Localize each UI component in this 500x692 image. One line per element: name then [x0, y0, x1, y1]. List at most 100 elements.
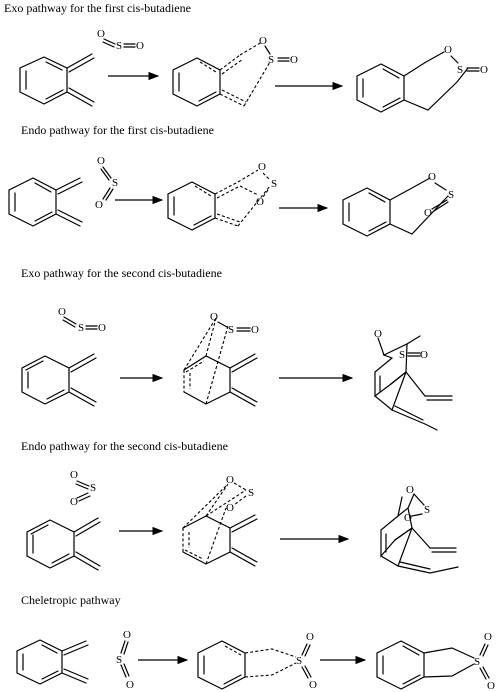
bond [68, 387, 97, 407]
oxygen-atom-label: O [210, 311, 218, 323]
bond [19, 56, 68, 105]
bond [167, 181, 216, 231]
bond [356, 63, 405, 113]
oxygen-atom-label: O [226, 502, 234, 514]
bond [61, 668, 89, 684]
bond [14, 182, 53, 222]
bond [21, 355, 70, 405]
bond [102, 38, 136, 48]
bond [61, 640, 89, 656]
oxygen-atom-label: O [420, 349, 428, 361]
partial-bond [237, 169, 271, 227]
partial-bond [233, 482, 247, 506]
bond [100, 166, 114, 201]
oxygen-atom-label: O [251, 324, 259, 336]
reactant-diene [19, 53, 95, 107]
bond [30, 524, 70, 564]
partial-bond [183, 317, 229, 405]
bond [62, 316, 98, 330]
row-endo-second: O S O O S O O S [26, 469, 459, 574]
oxygen-atom-label: O [487, 680, 495, 692]
partial-bond [239, 41, 271, 107]
bond [8, 177, 57, 227]
bond [479, 643, 490, 680]
reactant-diene [21, 353, 97, 407]
bond [55, 209, 83, 227]
bond [423, 647, 475, 678]
title-endo-first: Endo pathway for the first cis-butadiene [21, 123, 214, 137]
transition-state: O S O [167, 161, 277, 231]
product: O S O [356, 44, 488, 113]
sulfur-dioxide: O S O [70, 469, 96, 508]
sulfur-atom-label: S [116, 40, 122, 52]
bond [25, 360, 65, 400]
row-endo-first: O S O O S O O S O [8, 155, 454, 237]
bond [120, 640, 130, 678]
oxygen-atom-label: O [309, 679, 317, 691]
bond [229, 353, 258, 407]
oxygen-atom-label: O [259, 35, 267, 47]
sulfur-atom-label: S [296, 655, 302, 667]
title-endo-second: Endo pathway for the second cis-butadien… [21, 439, 228, 453]
bond [362, 68, 401, 108]
sulfur-dioxide: O S O [97, 28, 144, 52]
oxygen-atom-label: O [306, 631, 314, 643]
product: O S O [342, 171, 454, 237]
bond [391, 395, 453, 431]
product: O S O [374, 328, 453, 431]
bond [73, 551, 101, 571]
sulfur-atom-label: S [78, 322, 84, 334]
oxygen-atom-label: O [97, 155, 105, 167]
bond [55, 177, 83, 195]
reactant-diene [26, 517, 101, 571]
oxygen-atom-label: O [98, 322, 106, 334]
bond [264, 45, 290, 62]
oxygen-atom-label: O [256, 196, 264, 208]
oxygen-atom-label: O [70, 469, 78, 481]
bond [382, 645, 421, 685]
bond [348, 192, 387, 232]
sulfur-atom-label: S [271, 178, 277, 190]
bond [403, 51, 469, 111]
oxygen-atom-label: O [480, 64, 488, 76]
partial-bond [182, 483, 247, 565]
oxygen-atom-label: O [424, 207, 432, 219]
partial-bond [182, 528, 204, 560]
bond [183, 355, 231, 405]
oxygen-atom-label: O [444, 44, 452, 56]
transition-state: O S O [197, 631, 317, 691]
reactant-diene [8, 177, 83, 227]
sulfur-atom-label: S [116, 654, 122, 666]
partial-bond [194, 185, 212, 197]
bond [397, 493, 431, 549]
oxygen-atom-label: O [126, 679, 134, 691]
oxygen-atom-label: O [428, 171, 436, 183]
product: O S O [380, 484, 459, 574]
oxygen-atom-label: O [374, 328, 382, 340]
title-exo-first: Exo pathway for the first cis-butadiene [4, 1, 191, 15]
oxygen-atom-label: O [123, 629, 131, 641]
sulfur-atom-label: S [448, 189, 454, 201]
oxygen-atom-label: O [404, 512, 412, 524]
bond [389, 177, 449, 235]
bond [377, 335, 426, 397]
oxygen-atom-label: O [97, 28, 105, 40]
oxygen-atom-label: O [484, 631, 492, 643]
partial-bond [244, 648, 297, 678]
bond [397, 547, 459, 574]
oxygen-atom-label: O [136, 40, 144, 52]
row-exo-first: O S O O S O O S O [19, 28, 488, 113]
bond [203, 655, 242, 685]
product: O S O [376, 631, 495, 692]
bond [407, 352, 421, 357]
bond [178, 72, 217, 102]
title-cheletropic: Cheletropic pathway [21, 593, 121, 607]
sulfur-dioxide: O S O [58, 306, 106, 334]
oxygen-atom-label: O [70, 496, 78, 508]
bond [342, 187, 391, 237]
bond [22, 644, 59, 680]
bond [431, 182, 449, 212]
sulfur-atom-label: S [228, 324, 234, 336]
oxygen-atom-label: O [95, 199, 103, 211]
row-exo-second: O S O O S O O S [21, 306, 453, 431]
